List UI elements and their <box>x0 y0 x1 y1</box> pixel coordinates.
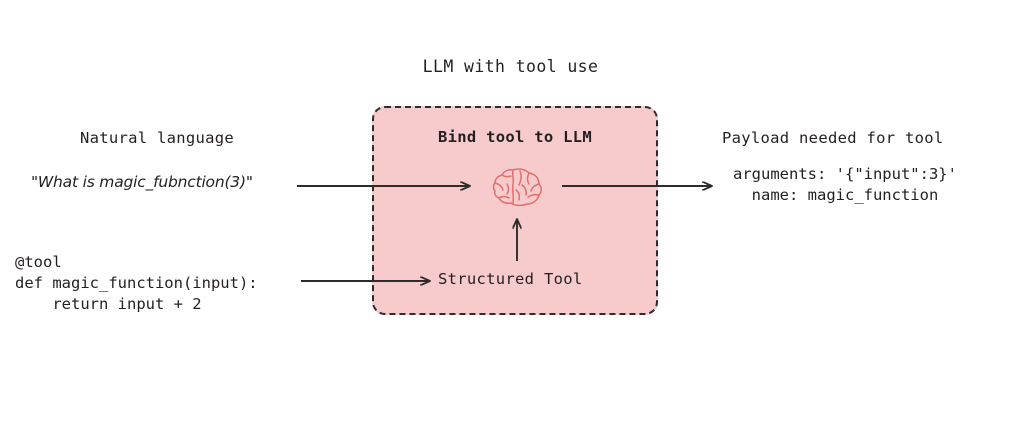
code-line: return input + 2 <box>15 295 202 313</box>
code-line: def magic_function(input): <box>15 274 258 292</box>
code-block: @tool def magic_function(input): return i… <box>15 252 258 315</box>
brain-icon <box>492 168 542 207</box>
payload-body: arguments: '{"input":3}' name: magic_fun… <box>733 164 957 206</box>
natural-language-quote: "What is magic_fubnction(3)" <box>31 173 253 191</box>
code-line: @tool <box>15 253 62 271</box>
payload-line: arguments: '{"input":3}' <box>733 165 957 183</box>
structured-tool-label: Structured Tool <box>438 270 583 288</box>
payload-line: name: magic_function <box>733 186 939 204</box>
bind-tool-to-llm-label: Bind tool to LLM <box>437 128 593 146</box>
page-title: LLM with tool use <box>422 57 599 76</box>
natural-language-heading: Natural language <box>79 129 235 147</box>
payload-heading: Payload needed for tool <box>722 129 944 147</box>
